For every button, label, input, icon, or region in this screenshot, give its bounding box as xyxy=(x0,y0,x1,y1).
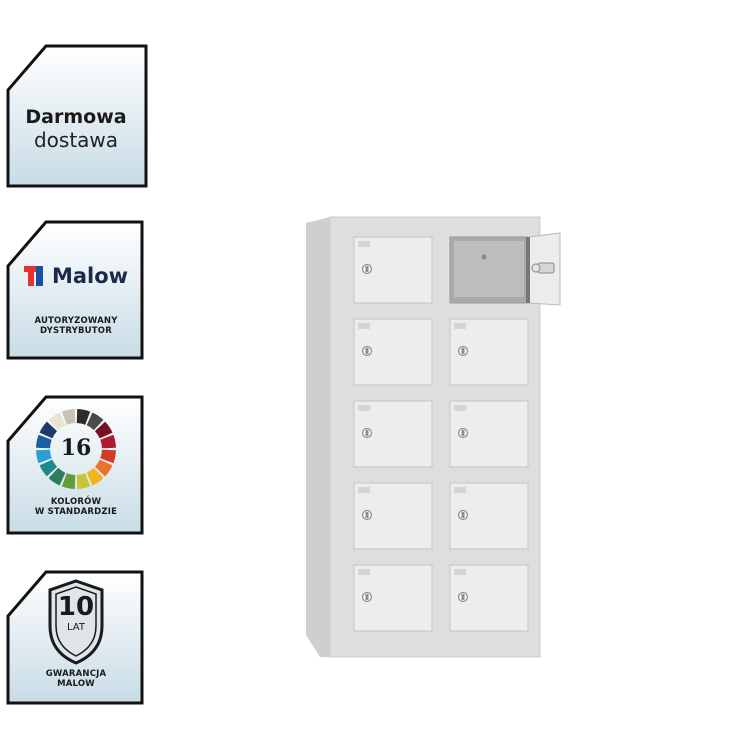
color-swatch xyxy=(94,421,113,439)
color-wheel-icon xyxy=(36,409,116,489)
label-holder xyxy=(358,487,370,493)
color-swatch xyxy=(48,412,66,431)
color-swatch xyxy=(61,473,76,489)
color-swatch xyxy=(100,434,116,449)
color-swatch xyxy=(100,449,116,464)
lock-icon xyxy=(531,263,541,273)
key-slot xyxy=(365,430,369,436)
badge-frame xyxy=(6,44,148,188)
hook xyxy=(481,254,487,260)
color-swatch xyxy=(94,459,113,477)
label-holder xyxy=(358,241,370,247)
color-swatch xyxy=(36,449,52,464)
label-holder xyxy=(454,405,466,411)
key-slot xyxy=(365,594,369,600)
label-holder xyxy=(454,569,466,575)
hinge xyxy=(526,237,530,303)
authorized-distributor-badge: Malow AUTORYZOWANY DYSTRYBUTOR xyxy=(4,220,148,360)
color-swatch xyxy=(86,467,104,486)
delivery-line2: dostawa xyxy=(33,128,119,152)
key-slot xyxy=(365,266,369,272)
label-holder xyxy=(358,405,370,411)
key-slot xyxy=(461,430,465,436)
distributor-line2: DYSTRYBUTOR xyxy=(40,326,112,336)
colors-line2: W STANDARDZIE xyxy=(34,507,118,517)
label-holder xyxy=(358,323,370,329)
shield-icon xyxy=(48,579,104,665)
warranty-line2: MALOW xyxy=(57,679,95,689)
badge-frame xyxy=(6,220,144,360)
colors-line1: KOLORÓW xyxy=(50,497,102,507)
key-slot xyxy=(461,348,465,354)
warranty-unit: LAT xyxy=(67,622,85,633)
free-delivery-badge: Darmowa dostawa xyxy=(4,44,148,188)
key-slot xyxy=(461,512,465,518)
warranty-years: 10 xyxy=(57,592,95,622)
locker-cabinet-image xyxy=(306,216,561,658)
color-swatch xyxy=(76,473,91,489)
warranty-badge: 10 LAT GWARANCJA MALOW xyxy=(4,570,148,705)
key-slot xyxy=(365,348,369,354)
warranty-line1: GWARANCJA xyxy=(45,669,107,679)
distributor-line1: AUTORYZOWANY xyxy=(34,316,118,326)
cabinet-side xyxy=(306,217,330,657)
label-holder xyxy=(454,323,466,329)
color-swatch xyxy=(61,409,76,425)
color-swatch xyxy=(48,467,66,486)
brand-name: Malow xyxy=(51,264,129,288)
color-swatch xyxy=(36,434,52,449)
key-slot xyxy=(365,512,369,518)
compartment-interior xyxy=(454,241,524,297)
key-slot xyxy=(461,594,465,600)
color-swatch xyxy=(86,412,104,431)
colors-badge: 16 KOLORÓW W STANDARDZIE xyxy=(4,395,148,535)
delivery-line1: Darmowa xyxy=(25,106,127,128)
color-swatch xyxy=(39,421,58,439)
label-holder xyxy=(358,569,370,575)
label-holder xyxy=(454,487,466,493)
color-swatch xyxy=(76,409,91,425)
color-count: 16 xyxy=(60,435,92,461)
color-swatch xyxy=(39,459,58,477)
malow-logo-icon xyxy=(23,266,43,286)
locker-door xyxy=(353,564,433,632)
